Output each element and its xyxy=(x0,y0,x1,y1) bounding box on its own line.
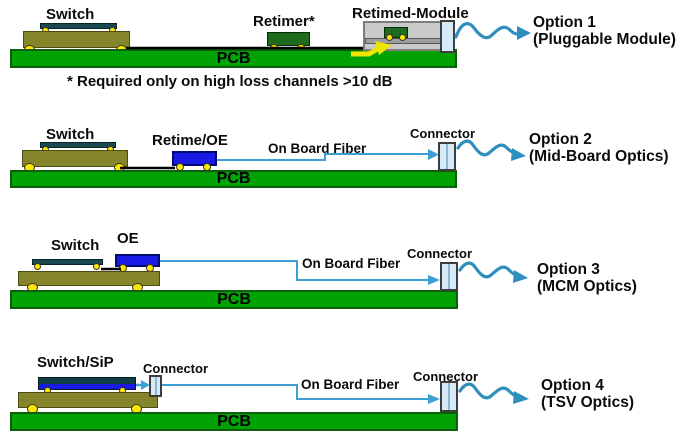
fiber-wave-arrow-option3 xyxy=(513,270,528,283)
sip-die-layer xyxy=(39,378,135,384)
connector-label-option4: Connector xyxy=(413,369,478,384)
onboard-fiber-label-option3: On Board Fiber xyxy=(302,256,401,271)
switch-substrate-option2 xyxy=(22,150,128,167)
fiber-arrow-option3 xyxy=(428,275,440,285)
switch-die-option3 xyxy=(32,259,103,265)
option4-line2: (TSV Optics) xyxy=(541,394,635,411)
pcb-option3: PCB xyxy=(10,290,458,309)
option3-line2: (MCM Optics) xyxy=(537,278,637,295)
solder-ball xyxy=(399,34,406,41)
module-plug-connector xyxy=(440,20,455,53)
option1-line1: Option 1 xyxy=(533,14,596,31)
connector-label-option2: Connector xyxy=(410,126,475,141)
connector-option4 xyxy=(440,381,458,412)
sip-interposer-layer xyxy=(39,383,135,389)
switch-label-option2: Switch xyxy=(46,126,95,143)
option1-text: Option 1 (Pluggable Module) xyxy=(533,14,676,48)
option1-line2: (Pluggable Module) xyxy=(533,31,676,48)
fiber-wave-arrow-option2 xyxy=(511,148,526,161)
switch-label-option1: Switch xyxy=(46,6,95,23)
option2-text: Option 2 (Mid-Board Optics) xyxy=(529,131,669,165)
solder-ball xyxy=(34,263,41,270)
retimer-chip xyxy=(267,32,310,46)
fiber-wave-option3 xyxy=(458,261,519,279)
retime-oe-label: Retime/OE xyxy=(152,132,228,149)
oe-chip xyxy=(115,254,160,267)
switch-die-option2 xyxy=(40,142,116,148)
switch-sip-label: Switch/SiP xyxy=(37,354,114,371)
pcb-option2: PCB xyxy=(10,170,457,188)
connector-small-label-option4: Connector xyxy=(143,361,208,376)
connector-divider xyxy=(154,377,157,395)
connector-divider xyxy=(448,264,450,289)
option2-line2: (Mid-Board Optics) xyxy=(529,148,669,165)
retimer-label: Retimer* xyxy=(253,13,315,30)
pcb-option4: PCB xyxy=(10,412,458,431)
connector-option2 xyxy=(438,142,456,171)
connector-divider xyxy=(446,144,448,169)
switch-die-option1 xyxy=(40,23,117,29)
option3-text: Option 3 (MCM Optics) xyxy=(537,261,637,295)
option2-line1: Option 2 xyxy=(529,131,592,148)
oe-label: OE xyxy=(117,230,139,247)
connector-divider xyxy=(448,383,450,410)
retime-oe-chip xyxy=(172,151,217,166)
onboard-fiber-label-option2: On Board Fiber xyxy=(268,141,367,156)
connector-small-option4 xyxy=(149,375,162,397)
option3-line1: Option 3 xyxy=(537,261,600,278)
connector-option3 xyxy=(440,262,458,291)
connector-label-option3: Connector xyxy=(407,246,472,261)
mcm-substrate-option3 xyxy=(18,271,160,286)
fiber-arrow-option4 xyxy=(428,394,440,404)
fiber-wave-option4 xyxy=(458,382,519,400)
onboard-fiber-label-option4: On Board Fiber xyxy=(301,377,400,392)
footnote-text: * Required only on high loss channels >1… xyxy=(67,73,393,90)
switch-sip-bar xyxy=(38,377,136,390)
module-chip xyxy=(384,27,408,38)
option4-text: Option 4 (TSV Optics) xyxy=(541,377,634,411)
substrate-option4 xyxy=(18,392,158,408)
retimed-module-label: Retimed-Module xyxy=(352,5,469,22)
switch-label-option3: Switch xyxy=(51,237,100,254)
fiber-wave-option1 xyxy=(454,22,522,40)
option4-line1: Option 4 xyxy=(541,377,604,394)
fiber-wave-arrow-option1 xyxy=(517,26,531,40)
solder-ball xyxy=(386,34,393,41)
fiber-wave-arrow-option4 xyxy=(513,391,529,404)
solder-ball xyxy=(93,263,100,270)
fiber-wave-option2 xyxy=(456,139,517,157)
switch-substrate-option1 xyxy=(23,31,130,48)
pcb-option1: PCB xyxy=(10,49,457,68)
